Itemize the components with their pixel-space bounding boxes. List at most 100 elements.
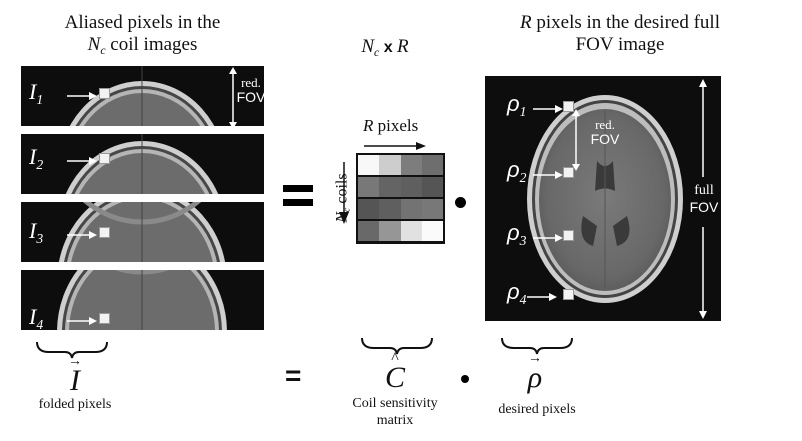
equals-sign xyxy=(283,185,313,213)
right-arrow-icon xyxy=(533,101,563,119)
brace-icon xyxy=(36,341,108,359)
right-arrow-icon xyxy=(533,230,563,248)
desired-pixel-marker xyxy=(563,230,574,241)
matrix-cell xyxy=(421,199,443,219)
coil-image-label: I4 xyxy=(29,304,43,330)
red-fov-line1: red. xyxy=(241,75,261,90)
right-arrow-icon xyxy=(67,227,97,245)
equation-dot-icon xyxy=(461,375,469,383)
matrix-cell xyxy=(400,155,422,175)
matrix-cell xyxy=(379,155,401,175)
aliased-pixel-marker xyxy=(99,88,110,99)
aliased-pixel-marker xyxy=(99,227,110,238)
pixel-index: 3 xyxy=(519,232,527,248)
full-fov-line2: FOV xyxy=(689,199,719,215)
brace-icon xyxy=(501,337,573,355)
rho-label: ρ2 xyxy=(507,157,526,186)
rho-symbol: ρ xyxy=(507,91,520,116)
left-title: Aliased pixels in the Nc coil images xyxy=(40,12,245,62)
matrix-row xyxy=(358,155,443,175)
matrix-cell xyxy=(358,199,380,219)
c-symbol: C xyxy=(384,361,405,394)
right-title: R pixels in the desired full FOV image xyxy=(490,12,750,56)
folded-pixels-caption: folded pixels xyxy=(38,397,112,412)
matrix-cell xyxy=(400,221,422,241)
vector-arrow-icon: → xyxy=(68,354,82,369)
left-title-rest: coil images xyxy=(105,34,198,55)
matrix-row xyxy=(358,221,443,241)
matrix-top-label-text: pixels xyxy=(373,116,419,135)
rho-label: ρ3 xyxy=(507,220,526,249)
matrix-row xyxy=(358,199,443,219)
aliased-pixel-marker xyxy=(99,153,110,164)
coil-index: 3 xyxy=(36,230,44,246)
full-red-fov-label: red. FOV xyxy=(585,117,625,147)
matrix-cell xyxy=(400,199,422,219)
right-arrow-icon xyxy=(527,289,557,307)
matrix-cell xyxy=(400,177,422,197)
i-symbol: I xyxy=(70,364,80,397)
matrix-cell xyxy=(379,221,401,241)
coil-index: 2 xyxy=(36,156,44,172)
i-symbol: I xyxy=(29,304,37,329)
coil-image-panel: I4 xyxy=(21,270,264,330)
aliased-pixel-marker xyxy=(99,313,110,324)
right-title-rest: pixels in the desired full xyxy=(531,12,720,33)
desired-pixel-marker xyxy=(563,167,574,178)
rho-symbol: ρ xyxy=(507,279,520,304)
aliased-mri-slice xyxy=(58,202,226,262)
i-symbol: I xyxy=(29,218,37,243)
red-fov-line2: FOV xyxy=(236,89,266,105)
coil-image-label: I3 xyxy=(29,218,43,247)
brain-axial-image xyxy=(527,95,683,303)
right-arrow-icon xyxy=(67,313,97,330)
pixel-index: 1 xyxy=(519,103,527,119)
full-red-fov-line1: red. xyxy=(595,117,615,132)
matrix-cell xyxy=(421,155,443,175)
down-arrow-icon xyxy=(338,162,350,229)
nc-symbol: N xyxy=(361,36,375,57)
matrix-cell xyxy=(379,199,401,219)
left-title-line2: Nc coil images xyxy=(40,34,245,62)
brace-icon xyxy=(361,337,433,355)
matrix-caption-line1: Coil sensitivity xyxy=(352,396,438,411)
full-fov-image xyxy=(485,76,721,321)
r-symbol: R xyxy=(363,116,374,135)
times-operator: x xyxy=(379,39,398,56)
right-arrow-icon xyxy=(364,138,426,156)
hat-icon: ^ xyxy=(391,350,399,367)
rho-symbol: ρ xyxy=(507,157,520,182)
rho-symbol: ρ xyxy=(527,361,543,394)
coil-index: 1 xyxy=(36,91,44,107)
coil-image-label: I1 xyxy=(29,79,43,108)
pixel-index: 2 xyxy=(519,169,527,185)
full-fov-arrow-icon xyxy=(697,79,709,324)
matrix-cell xyxy=(421,221,443,241)
nc-sub: c xyxy=(374,46,380,60)
right-arrow-icon xyxy=(533,167,563,185)
desired-pixel-marker xyxy=(563,289,574,300)
i-symbol: I xyxy=(29,79,37,104)
i-symbol: I xyxy=(29,144,37,169)
desired-pixels-caption: desired pixels xyxy=(498,402,576,417)
coil-image-panel: I1 xyxy=(21,66,264,126)
matrix-top-label: R pixels xyxy=(363,116,418,136)
coil-sensitivity-symbol: ^ C xyxy=(380,350,410,394)
desired-pixel-marker xyxy=(563,101,574,112)
coil-image-panel: I3 xyxy=(21,202,264,262)
right-arrow-icon xyxy=(67,88,97,106)
matrix-cell xyxy=(358,177,380,197)
dot-product-icon xyxy=(455,197,466,208)
right-title-line1: R pixels in the desired full xyxy=(490,12,750,34)
middle-title: Nc x R xyxy=(335,36,435,64)
full-fov-label: full FOV xyxy=(683,183,725,215)
aliased-mri-slice xyxy=(57,270,227,330)
desired-pixels-vector: → ρ xyxy=(520,352,550,394)
matrix-cell xyxy=(421,177,443,197)
matrix-row xyxy=(358,177,443,197)
matrix-cell xyxy=(358,155,380,175)
full-fov-line1: full xyxy=(694,183,714,198)
coil-image-label: I2 xyxy=(29,144,43,173)
left-title-line1: Aliased pixels in the xyxy=(64,12,221,33)
nc-sub: c xyxy=(100,44,106,58)
